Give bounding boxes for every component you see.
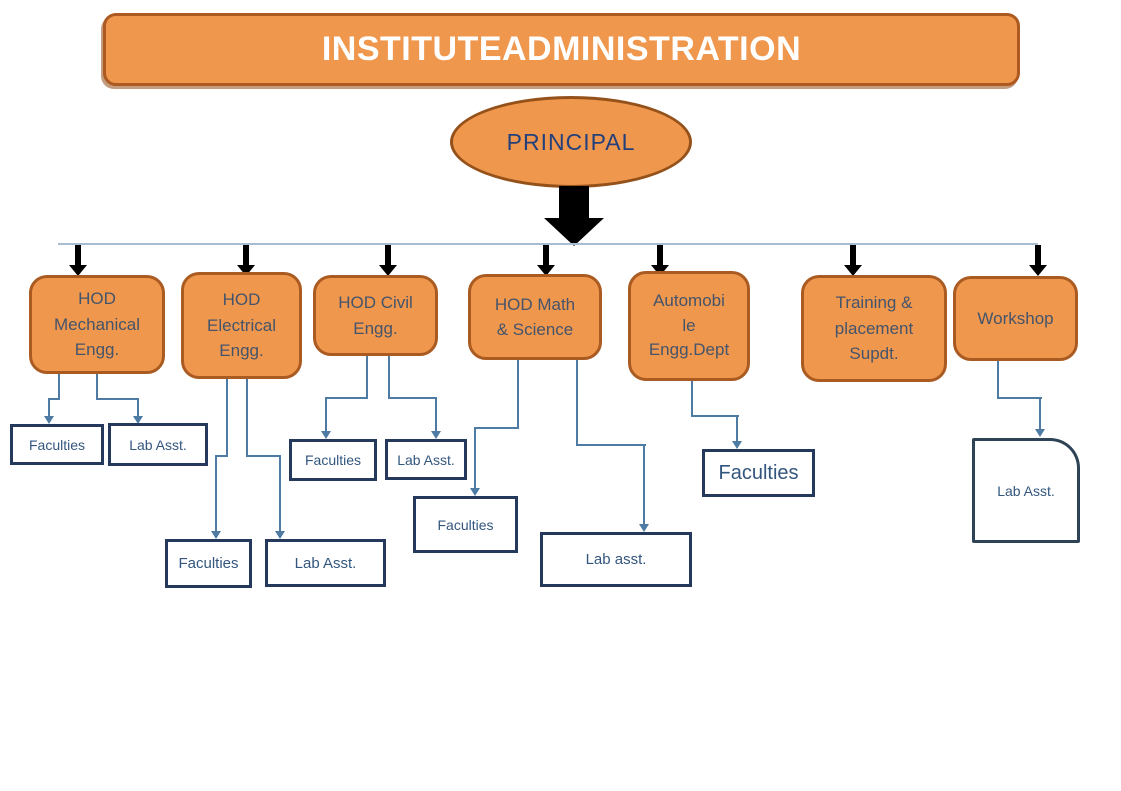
connector-segment <box>388 397 437 399</box>
connector-segment <box>246 455 281 457</box>
org-node-hod-math-science: HOD Math & Science <box>468 274 602 360</box>
drop-arrow-stem <box>1035 245 1041 265</box>
drop-arrow-stem <box>75 245 81 265</box>
sub-node-faculties-math: Faculties <box>413 496 518 553</box>
sub-node-faculties-mechanical: Faculties <box>10 424 104 465</box>
connector-segment <box>279 455 281 533</box>
connector-arrowhead-icon <box>44 416 54 424</box>
connector-segment <box>643 444 645 526</box>
sub-node-faculties-automobile: Faculties <box>702 449 815 497</box>
sub-node-faculties-civil: Faculties <box>289 439 377 481</box>
connector-segment <box>48 398 50 418</box>
drop-arrow-icon <box>379 265 397 276</box>
connector-arrowhead-icon <box>133 416 143 424</box>
drop-arrow-stem <box>243 245 249 265</box>
chart-title-banner: INSTITUTEADMINISTRATION <box>103 13 1020 86</box>
drop-arrow-stem <box>850 245 856 265</box>
org-node-principal: PRINCIPAL <box>450 96 692 188</box>
connector-segment <box>517 360 519 429</box>
connector-segment <box>1039 397 1041 431</box>
connector-arrowhead-icon <box>275 531 285 539</box>
connector-arrowhead-icon <box>732 441 742 449</box>
drop-arrow-icon <box>651 265 669 276</box>
connector-segment <box>137 398 139 418</box>
connector-segment <box>246 379 248 457</box>
drop-arrow-stem <box>543 245 549 265</box>
connector-segment <box>58 374 60 400</box>
connector-arrowhead-icon <box>211 531 221 539</box>
connector-segment <box>48 398 60 400</box>
connector-segment <box>366 356 368 399</box>
sub-node-lab-asst-math: Lab asst. <box>540 532 692 587</box>
connector-segment <box>325 397 327 433</box>
connector-segment <box>226 379 228 457</box>
connector-segment <box>325 397 368 399</box>
connector-segment <box>215 455 228 457</box>
sub-node-lab-asst-workshop: Lab Asst. <box>972 438 1080 543</box>
drop-arrow-icon <box>844 265 862 276</box>
org-node-automobile: Automobi le Engg.Dept <box>628 271 750 381</box>
drop-arrow-stem <box>657 245 663 265</box>
big-down-arrow-icon <box>544 218 604 246</box>
big-down-arrow-stem <box>559 186 589 218</box>
org-node-hod-civil: HOD Civil Engg. <box>313 275 438 356</box>
connector-segment <box>388 356 390 399</box>
connector-segment <box>96 398 139 400</box>
connector-segment <box>435 397 437 433</box>
org-node-training-placement: Training & placement Supdt. <box>801 275 947 382</box>
sub-node-lab-asst-electrical: Lab Asst. <box>265 539 386 587</box>
drop-arrow-stem <box>385 245 391 265</box>
connector-segment <box>691 381 693 417</box>
drop-arrow-icon <box>1029 265 1047 276</box>
sub-node-lab-asst-civil: Lab Asst. <box>385 439 467 480</box>
connector-segment <box>96 374 98 400</box>
org-node-hod-mechanical: HOD Mechanical Engg. <box>29 275 165 374</box>
drop-arrow-icon <box>69 265 87 276</box>
connector-arrowhead-icon <box>470 488 480 496</box>
org-node-hod-electrical: HOD Electrical Engg. <box>181 272 302 379</box>
connector-segment <box>997 397 1042 399</box>
drop-arrow-icon <box>237 265 255 276</box>
connector-segment <box>736 415 738 443</box>
distribution-line <box>58 243 1038 245</box>
connector-segment <box>474 427 476 490</box>
connector-arrowhead-icon <box>1035 429 1045 437</box>
sub-node-lab-asst-mechanical: Lab Asst. <box>108 423 208 466</box>
org-node-workshop: Workshop <box>953 276 1078 361</box>
connector-arrowhead-icon <box>639 524 649 532</box>
connector-segment <box>691 415 739 417</box>
drop-arrow-icon <box>537 265 555 276</box>
connector-segment <box>576 360 578 446</box>
connector-segment <box>576 444 646 446</box>
connector-segment <box>997 361 999 399</box>
sub-node-faculties-electrical: Faculties <box>165 539 252 588</box>
connector-arrowhead-icon <box>321 431 331 439</box>
connector-arrowhead-icon <box>431 431 441 439</box>
connector-segment <box>215 455 217 533</box>
connector-segment <box>474 427 519 429</box>
